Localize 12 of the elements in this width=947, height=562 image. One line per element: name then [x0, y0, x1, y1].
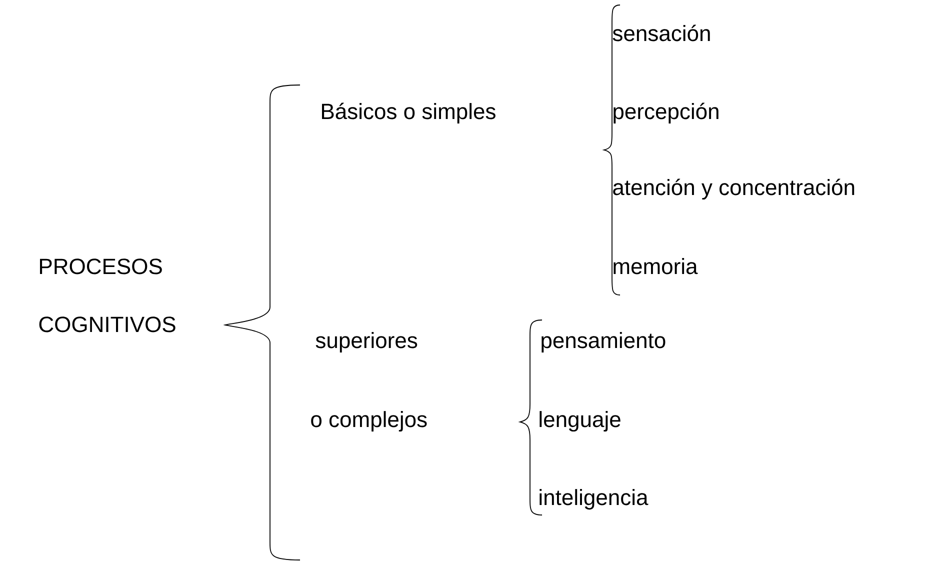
category-label: memoria: [614, 258, 698, 274]
category-label: sensación: [612, 24, 710, 42]
category-label: percepción: [614, 102, 718, 124]
category-label: o complejos: [311, 411, 427, 432]
category-label: lenguaje: [540, 411, 620, 432]
category-label: inteligencia: [540, 489, 648, 510]
category-label: pensamiento: [542, 332, 666, 353]
category-label: Básicos o simples: [322, 102, 496, 124]
category-label: superiores: [316, 332, 418, 353]
category-label: PROCESOS: [40, 258, 162, 274]
category-label: COGNITIVOS: [39, 316, 176, 332]
category-label: atención y concentración: [613, 178, 854, 200]
